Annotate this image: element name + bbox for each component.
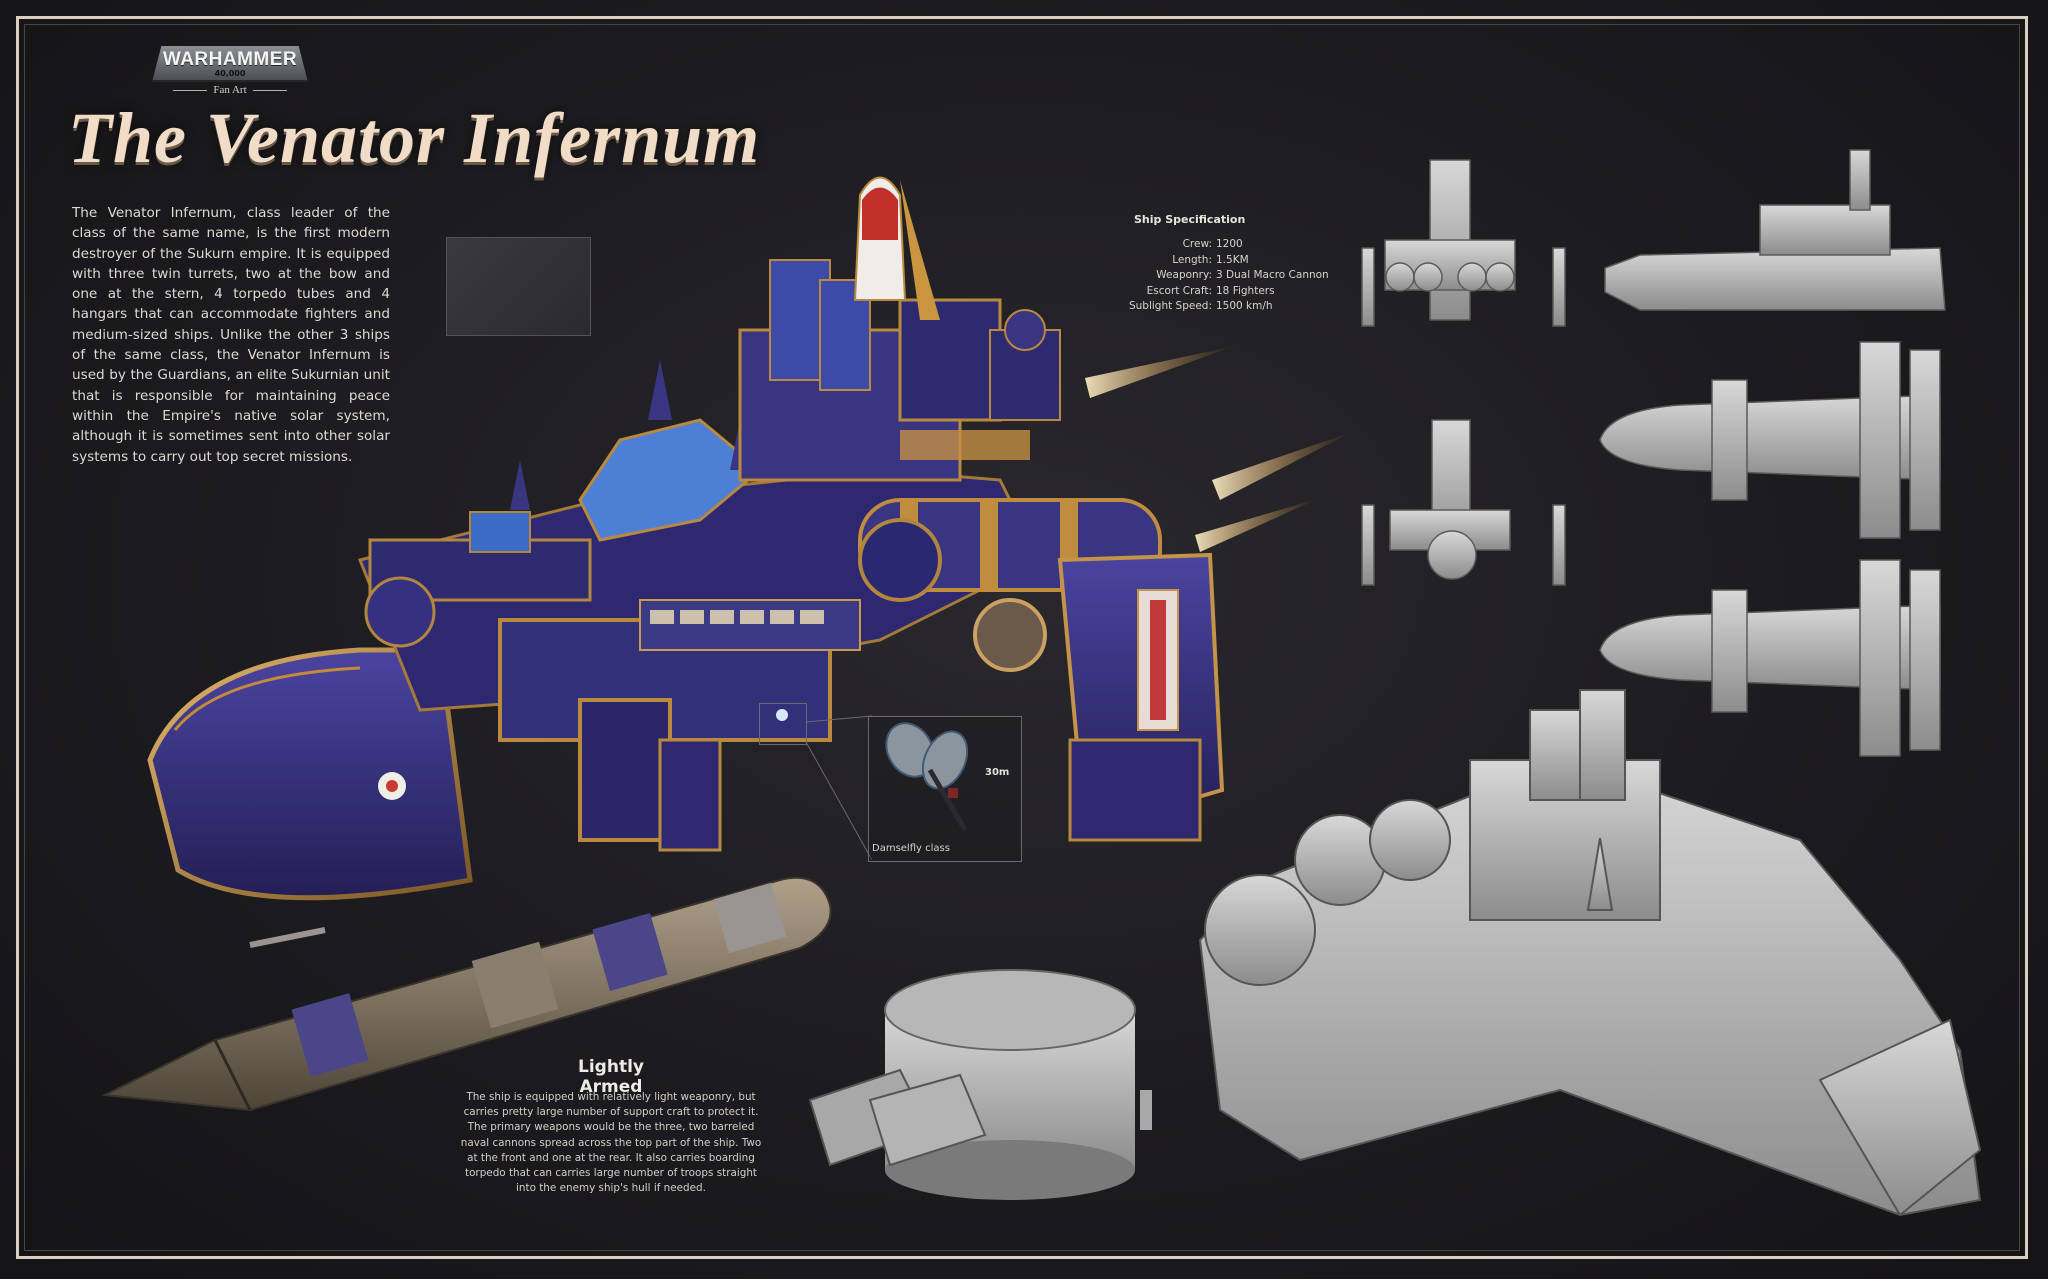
spec-label: Weaponry: bbox=[1156, 269, 1212, 281]
spec-row-weaponry: Weaponry: 3 Dual Macro Cannon bbox=[1100, 268, 1330, 284]
spec-value: 1.5KM bbox=[1216, 253, 1249, 266]
logo-brand: WARHAMMER bbox=[162, 49, 298, 70]
outer-frame bbox=[16, 16, 2028, 1259]
spec-label: Crew: bbox=[1182, 238, 1212, 250]
escort-class-label: Damselfly class bbox=[872, 843, 950, 854]
spec-row-escort: Escort Craft: 18 Fighters bbox=[1100, 284, 1330, 300]
logo-subtitle-text: Fan Art bbox=[213, 84, 247, 96]
blueprint-top-view bbox=[1599, 341, 1941, 539]
star-map-inset bbox=[446, 237, 591, 336]
spec-value: 3 Dual Macro Cannon bbox=[1216, 269, 1329, 281]
spec-row-speed: Sublight Speed: 1500 km/h bbox=[1100, 299, 1330, 315]
escort-locator-box bbox=[759, 703, 807, 745]
escort-scale-label: 30m bbox=[985, 767, 1010, 778]
escort-callout-box bbox=[868, 716, 1022, 862]
spec-title: Ship Specification bbox=[1134, 213, 1246, 226]
blueprint-side-view bbox=[1604, 149, 1946, 311]
spec-list: Crew: 1200 Length: 1.5KM Weaponry: 3 Dua… bbox=[1100, 237, 1330, 315]
warhammer-logo: WARHAMMER 40,000 Fan Art bbox=[152, 46, 308, 98]
damselfly-illustration bbox=[776, 709, 969, 861]
armament-text: The ship is equipped with relatively lig… bbox=[460, 1091, 762, 1195]
destroyer-illustration bbox=[147, 176, 1352, 901]
logo-number: 40,000 bbox=[214, 69, 246, 78]
spec-value: 18 Fighters bbox=[1216, 284, 1275, 297]
logo-subtitle: Fan Art bbox=[152, 84, 308, 96]
spec-label: Escort Craft: bbox=[1146, 284, 1212, 297]
spec-row-length: Length: 1.5KM bbox=[1100, 253, 1330, 269]
turret-illustration bbox=[808, 969, 1152, 1200]
blueprint-perspective-view bbox=[1198, 689, 1982, 1217]
page-title: The Venator Infernum bbox=[68, 98, 761, 178]
spec-label: Length: bbox=[1172, 253, 1212, 266]
inner-frame bbox=[24, 24, 2020, 1251]
blueprint-front-view bbox=[1361, 159, 1566, 327]
blueprint-bottom-view bbox=[1599, 559, 1941, 757]
boarding-torpedo-illustration bbox=[101, 876, 832, 1112]
spec-label: Sublight Speed: bbox=[1128, 300, 1212, 312]
logo-plate bbox=[152, 46, 308, 82]
spec-value: 1500 km/h bbox=[1216, 300, 1273, 312]
spec-row-crew: Crew: 1200 bbox=[1100, 237, 1330, 253]
ship-description: The Venator Infernum, class leader of th… bbox=[72, 205, 390, 465]
blueprint-rear-view bbox=[1361, 419, 1566, 586]
armament-title: Lightly Armed bbox=[578, 1057, 644, 1097]
spec-value: 1200 bbox=[1216, 238, 1243, 250]
